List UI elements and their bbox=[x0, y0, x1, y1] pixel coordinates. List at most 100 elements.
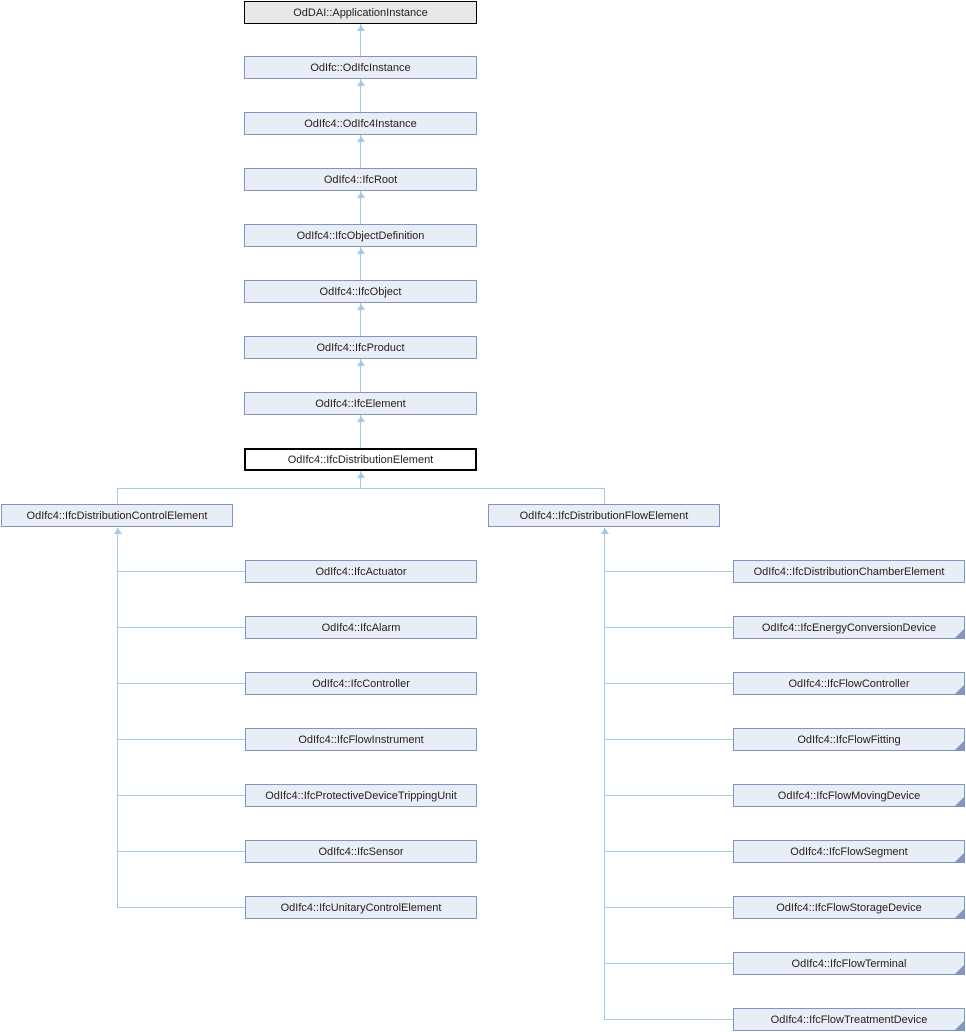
connector-line bbox=[360, 247, 361, 280]
connector-line bbox=[117, 907, 245, 908]
class-node-label: OdIfc4::IfcFlowController bbox=[788, 677, 910, 690]
inheritance-arrow-up-icon bbox=[357, 304, 365, 310]
class-node-odifc4-ifcdistributionchamberelement[interactable]: OdIfc4::IfcDistributionChamberElement bbox=[733, 560, 965, 583]
class-node-odifc4-ifcproduct[interactable]: OdIfc4::IfcProduct bbox=[244, 336, 477, 359]
has-subclasses-fold-icon bbox=[955, 853, 964, 862]
class-node-odifc4-ifcsensor[interactable]: OdIfc4::IfcSensor bbox=[245, 840, 477, 863]
class-node-odifc4-ifcflowsegment[interactable]: OdIfc4::IfcFlowSegment bbox=[733, 840, 965, 863]
class-node-odifc4-ifcdistributionflowelement[interactable]: OdIfc4::IfcDistributionFlowElement bbox=[488, 504, 720, 527]
connector-line bbox=[360, 303, 361, 336]
class-node-odifc4-ifcflowcontroller[interactable]: OdIfc4::IfcFlowController bbox=[733, 672, 965, 695]
class-node-odifc4-ifcenergyconversiondevice[interactable]: OdIfc4::IfcEnergyConversionDevice bbox=[733, 616, 965, 639]
class-node-odifc4-ifcalarm[interactable]: OdIfc4::IfcAlarm bbox=[245, 616, 477, 639]
connector-line bbox=[117, 683, 245, 684]
connector-line bbox=[360, 79, 361, 112]
class-node-label: OdIfc4::IfcObject bbox=[319, 285, 402, 298]
connector-line bbox=[360, 191, 361, 224]
connector-line bbox=[604, 627, 733, 628]
class-node-odifc4-ifcdistributioncontrolelement[interactable]: OdIfc4::IfcDistributionControlElement bbox=[1, 504, 233, 527]
class-node-label: OdIfc4::IfcAlarm bbox=[321, 621, 401, 634]
inheritance-arrow-up-icon bbox=[601, 528, 609, 534]
inheritance-arrow-up-icon bbox=[357, 80, 365, 86]
class-node-label: OdIfc4::IfcSensor bbox=[318, 845, 404, 858]
connector-line bbox=[117, 488, 605, 489]
class-node-odifc4-ifcflowfitting[interactable]: OdIfc4::IfcFlowFitting bbox=[733, 728, 965, 751]
has-subclasses-fold-icon bbox=[955, 965, 964, 974]
class-node-label: OdIfc4::IfcFlowMovingDevice bbox=[777, 789, 921, 802]
has-subclasses-fold-icon bbox=[955, 685, 964, 694]
connector-line bbox=[360, 359, 361, 392]
class-node-label: OdIfc4::OdIfc4Instance bbox=[304, 117, 417, 130]
class-node-label: OdIfc4::IfcObjectDefinition bbox=[296, 229, 425, 242]
connector-line bbox=[117, 739, 245, 740]
class-node-label: OdIfc4::IfcUnitaryControlElement bbox=[280, 901, 442, 914]
class-node-label: OdIfc4::IfcRoot bbox=[323, 173, 398, 186]
inheritance-arrow-up-icon bbox=[114, 528, 122, 534]
class-node-label: OdIfc4::IfcDistributionElement bbox=[287, 453, 434, 466]
class-node-odifc4-ifcdistributionelement: OdIfc4::IfcDistributionElement bbox=[244, 448, 477, 471]
class-node-odifc4-ifcflowstoragedevice[interactable]: OdIfc4::IfcFlowStorageDevice bbox=[733, 896, 965, 919]
inheritance-arrow-up-icon bbox=[357, 416, 365, 422]
inheritance-arrow-up-icon bbox=[357, 136, 365, 142]
class-node-label: OdIfc4::IfcDistributionControlElement bbox=[26, 509, 208, 522]
class-node-label: OdIfc4::IfcFlowStorageDevice bbox=[776, 901, 922, 914]
class-node-label: OdIfc4::IfcProtectiveDeviceTrippingUnit bbox=[265, 789, 457, 802]
connector-line bbox=[360, 471, 361, 488]
has-subclasses-fold-icon bbox=[955, 797, 964, 806]
connector-line bbox=[117, 627, 245, 628]
class-node-label: OdIfc4::IfcFlowSegment bbox=[790, 845, 908, 858]
class-node-odifc4-odifc4instance[interactable]: OdIfc4::OdIfc4Instance bbox=[244, 112, 477, 135]
connector-line bbox=[604, 907, 733, 908]
class-node-odifc4-ifcelement[interactable]: OdIfc4::IfcElement bbox=[244, 392, 477, 415]
class-node-odifc4-ifcflowterminal[interactable]: OdIfc4::IfcFlowTerminal bbox=[733, 952, 965, 975]
inheritance-arrow-up-icon bbox=[357, 192, 365, 198]
class-node-odifc4-ifcflowinstrument[interactable]: OdIfc4::IfcFlowInstrument bbox=[245, 728, 477, 751]
connector-line bbox=[604, 1019, 733, 1020]
connector-line bbox=[604, 739, 733, 740]
connector-line bbox=[604, 528, 605, 1019]
connector-line bbox=[117, 488, 118, 504]
class-node-odifc4-ifcactuator[interactable]: OdIfc4::IfcActuator bbox=[245, 560, 477, 583]
connector-line bbox=[604, 851, 733, 852]
class-node-odifc4-ifcunitarycontrolelement[interactable]: OdIfc4::IfcUnitaryControlElement bbox=[245, 896, 477, 919]
connector-line bbox=[604, 963, 733, 964]
class-node-label: OdIfc4::IfcDistributionFlowElement bbox=[519, 509, 689, 522]
class-node-odifc4-ifcroot[interactable]: OdIfc4::IfcRoot bbox=[244, 168, 477, 191]
class-node-odifc-odifcinstance[interactable]: OdIfc::OdIfcInstance bbox=[244, 56, 477, 79]
inheritance-arrow-up-icon bbox=[357, 25, 365, 31]
class-node-odifc4-ifcobjectdefinition[interactable]: OdIfc4::IfcObjectDefinition bbox=[244, 224, 477, 247]
class-node-label: OdIfc4::IfcFlowTerminal bbox=[791, 957, 907, 970]
inheritance-arrow-up-icon bbox=[357, 248, 365, 254]
class-node-odifc4-ifcprotectivedevicetrippingunit[interactable]: OdIfc4::IfcProtectiveDeviceTrippingUnit bbox=[245, 784, 477, 807]
class-node-label: OdIfc4::IfcDistributionChamberElement bbox=[753, 565, 945, 578]
has-subclasses-fold-icon bbox=[955, 1021, 964, 1030]
connector-line bbox=[360, 135, 361, 168]
class-node-label: OdDAI::ApplicationInstance bbox=[293, 6, 428, 19]
inheritance-arrow-up-icon bbox=[357, 360, 365, 366]
connector-line bbox=[604, 683, 733, 684]
connector-line bbox=[604, 571, 733, 572]
class-node-odifc4-ifccontroller[interactable]: OdIfc4::IfcController bbox=[245, 672, 477, 695]
inheritance-arrow-up-icon bbox=[357, 472, 365, 478]
class-node-label: OdIfc4::IfcFlowInstrument bbox=[298, 733, 424, 746]
connector-line bbox=[117, 571, 245, 572]
class-node-odifc4-ifcflowmovingdevice[interactable]: OdIfc4::IfcFlowMovingDevice bbox=[733, 784, 965, 807]
class-node-label: OdIfc4::IfcElement bbox=[315, 397, 406, 410]
class-node-label: OdIfc4::IfcFlowFitting bbox=[797, 733, 901, 746]
class-node-label: OdIfc4::IfcActuator bbox=[315, 565, 407, 578]
connector-line bbox=[604, 795, 733, 796]
class-node-oddai-applicationinstance[interactable]: OdDAI::ApplicationInstance bbox=[244, 1, 477, 24]
connector-line bbox=[117, 851, 245, 852]
class-node-label: OdIfc::OdIfcInstance bbox=[310, 61, 411, 74]
connector-line bbox=[117, 528, 118, 907]
class-node-label: OdIfc4::IfcController bbox=[312, 677, 410, 690]
connector-line bbox=[117, 795, 245, 796]
class-node-odifc4-ifcflowtreatmentdevice[interactable]: OdIfc4::IfcFlowTreatmentDevice bbox=[733, 1008, 965, 1031]
has-subclasses-fold-icon bbox=[955, 741, 964, 750]
class-node-odifc4-ifcobject[interactable]: OdIfc4::IfcObject bbox=[244, 280, 477, 303]
connector-line bbox=[360, 24, 361, 56]
class-node-label: OdIfc4::IfcProduct bbox=[316, 341, 405, 354]
class-node-label: OdIfc4::IfcEnergyConversionDevice bbox=[761, 621, 937, 634]
has-subclasses-fold-icon bbox=[955, 629, 964, 638]
